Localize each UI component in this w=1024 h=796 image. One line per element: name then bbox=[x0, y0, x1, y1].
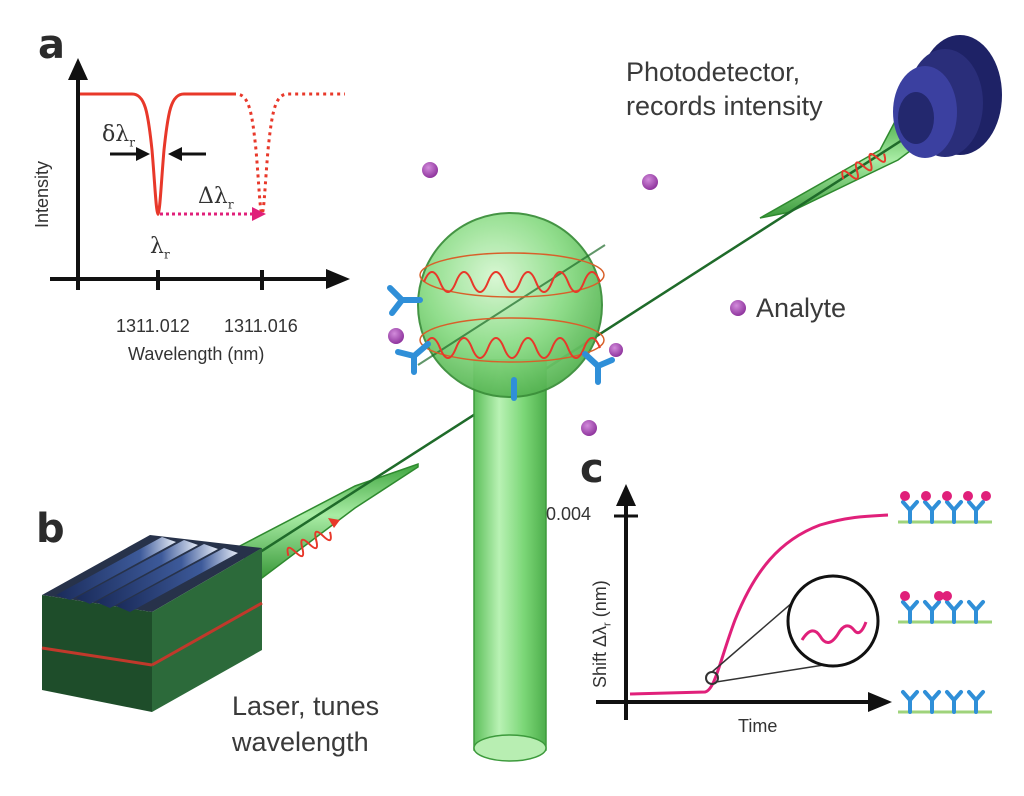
bound-analyte bbox=[942, 591, 952, 601]
panel-label-b: b bbox=[36, 506, 65, 552]
bound-analyte bbox=[963, 491, 973, 501]
fiber-taper-right bbox=[759, 110, 919, 219]
laser-grating bbox=[56, 537, 238, 612]
panel-a-x-axis-arrow bbox=[326, 269, 350, 289]
fiber-through-sphere bbox=[417, 244, 606, 366]
laser-label-line1: Laser, tunes bbox=[232, 691, 380, 721]
resonator-stem-end bbox=[473, 734, 547, 762]
grating-ridge bbox=[116, 548, 238, 612]
analyte-dot bbox=[388, 328, 404, 344]
analyte-dot bbox=[642, 174, 658, 190]
laser-active-layer-side bbox=[151, 601, 263, 667]
shift-label: Δλr bbox=[198, 184, 234, 212]
zoom-line-bottom bbox=[715, 663, 831, 683]
antibody-icon bbox=[923, 690, 941, 714]
panel-c-chart bbox=[596, 484, 992, 720]
analyte-label: Analyte bbox=[756, 293, 847, 323]
bound-analyte bbox=[900, 591, 910, 601]
panel-a-tick-label-2: 1311.016 bbox=[224, 316, 298, 336]
linewidth-arrowhead-left bbox=[136, 147, 150, 161]
panel-a-tick-label-1: 1311.012 bbox=[116, 316, 190, 336]
panel-a-x-axis-label: Wavelength (nm) bbox=[128, 344, 265, 364]
analyte-dot bbox=[581, 420, 597, 436]
panel-a-chart bbox=[50, 58, 350, 290]
shift-arrowhead bbox=[252, 207, 266, 221]
laser-label-line2: wavelength bbox=[232, 727, 369, 757]
analyte-dot bbox=[609, 343, 623, 357]
analyte-molecules bbox=[388, 162, 746, 436]
wave-packet-input-arrow bbox=[328, 518, 340, 528]
bound-analyte bbox=[942, 491, 952, 501]
linewidth-label: δλr bbox=[102, 122, 135, 150]
panel-a-y-axis-arrow bbox=[68, 58, 88, 80]
antibody-icon bbox=[923, 500, 941, 524]
analyte-legend-dot bbox=[730, 300, 746, 316]
analyte-dot bbox=[422, 162, 438, 178]
antibody-icon bbox=[967, 690, 985, 714]
photodetector-label-line2: records intensity bbox=[626, 91, 823, 121]
antibody-icon bbox=[967, 600, 985, 624]
fiber-taper-left bbox=[234, 462, 419, 580]
grating-ridge bbox=[56, 537, 176, 600]
binding-state-empty bbox=[898, 690, 992, 714]
photodetector-window bbox=[898, 92, 934, 144]
mode-wave-top bbox=[423, 271, 601, 293]
wave-packet-output bbox=[841, 152, 887, 180]
linewidth-arrowhead-right bbox=[168, 147, 182, 161]
panel-c-y-axis-arrow bbox=[616, 484, 636, 506]
panel-a-y-axis-label: Intensity bbox=[32, 160, 52, 228]
antibody-icon bbox=[945, 500, 963, 524]
photodetector-label-line1: Photodetector, bbox=[626, 57, 801, 87]
binding-state-full bbox=[898, 491, 992, 524]
zoom-line-top bbox=[711, 595, 801, 673]
antibody-2 bbox=[395, 341, 431, 375]
bound-analyte bbox=[981, 491, 991, 501]
lambda-r-label: λr bbox=[150, 234, 170, 262]
panel-label-c: c bbox=[580, 446, 604, 492]
resonance-dip-solid bbox=[80, 92, 236, 217]
zoom-wavy-signal bbox=[800, 621, 868, 644]
panel-c-y-axis-label: Shift Δλr (nm) bbox=[590, 580, 614, 688]
tunable-laser bbox=[41, 535, 263, 712]
grating-ridge bbox=[76, 540, 198, 604]
zoom-circle bbox=[786, 574, 880, 668]
bound-analyte bbox=[921, 491, 931, 501]
antibody-icon bbox=[901, 600, 919, 624]
mode-wave-bottom bbox=[423, 337, 601, 359]
wave-packet-input bbox=[286, 530, 332, 558]
binding-state-partial bbox=[898, 591, 992, 624]
bound-analyte bbox=[934, 591, 944, 601]
antibody-1 bbox=[387, 285, 423, 316]
panel-c-x-axis-arrow bbox=[868, 692, 892, 712]
mode-orbit-bottom bbox=[419, 317, 605, 363]
antibody-4 bbox=[582, 351, 615, 385]
antibodies bbox=[387, 285, 615, 401]
panel-c-x-axis-label: Time bbox=[738, 716, 778, 736]
mode-orbit-top bbox=[419, 252, 605, 298]
resonator-stem bbox=[473, 359, 547, 751]
laser-side-face bbox=[152, 548, 262, 712]
grating-ridge bbox=[96, 544, 218, 608]
photodetector bbox=[893, 35, 1002, 158]
panel-label-a: a bbox=[38, 22, 65, 68]
antibody-icon bbox=[901, 500, 919, 524]
panel-c-y-tick-label: 0.004 bbox=[546, 504, 592, 524]
antibody-icon bbox=[901, 690, 919, 714]
microsphere-resonator bbox=[387, 212, 615, 762]
laser-active-layer-front bbox=[41, 646, 153, 667]
bound-analyte bbox=[900, 491, 910, 501]
antibody-icon bbox=[945, 690, 963, 714]
antibody-icon bbox=[923, 600, 941, 624]
antibody-icon bbox=[945, 600, 963, 624]
laser-front-face bbox=[42, 595, 152, 712]
antibody-icon bbox=[967, 500, 985, 524]
